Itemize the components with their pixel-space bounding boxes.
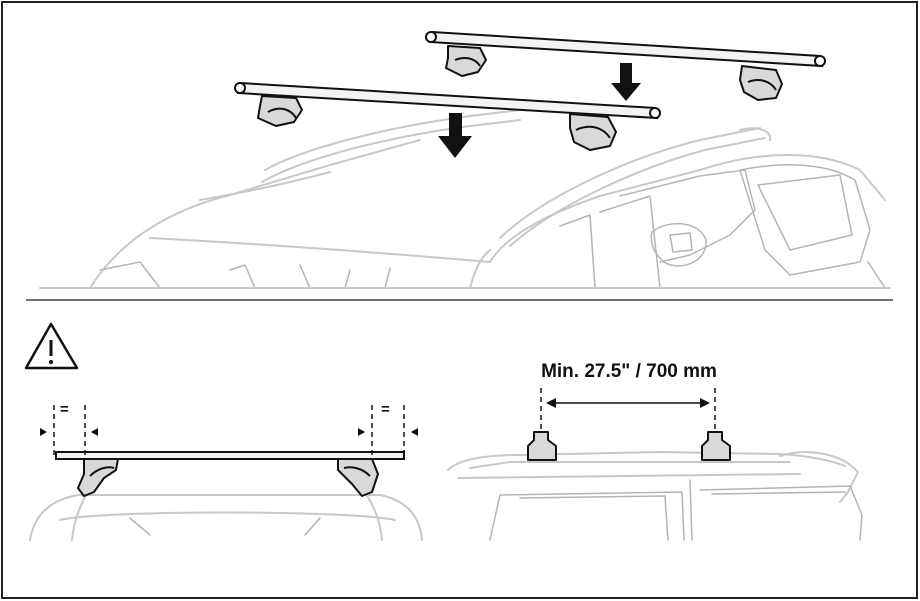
down-arrow-icon-2 xyxy=(438,113,472,158)
warning-triangle-icon xyxy=(24,322,79,370)
rear-roof-bar xyxy=(425,30,826,101)
side-view-distance-diagram xyxy=(447,388,863,541)
front-view-bar-diagram xyxy=(29,405,423,541)
equal-mark-left: = xyxy=(60,401,69,418)
down-arrow-icon xyxy=(611,63,641,101)
front-roof-bar xyxy=(234,81,661,151)
min-distance-label: Min. 27.5" / 700 mm xyxy=(541,361,717,382)
car-roof-perspective xyxy=(39,109,891,289)
equal-mark-right: = xyxy=(381,401,390,418)
